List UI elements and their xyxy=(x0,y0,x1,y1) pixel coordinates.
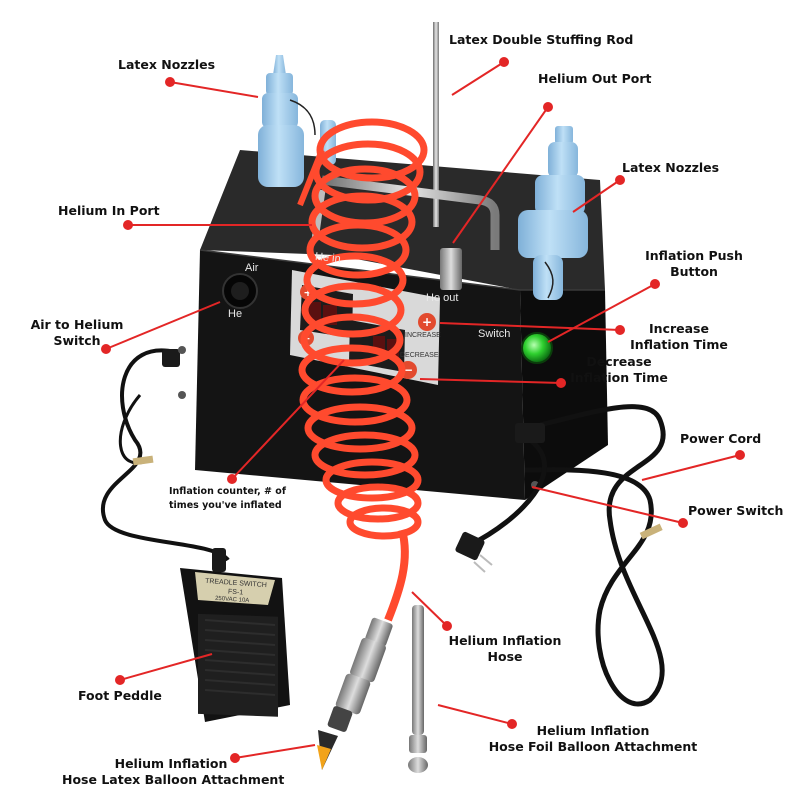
foil-balloon-attachment xyxy=(408,605,428,773)
label-inflation-counter-line1: Inflation counter, # of xyxy=(169,486,286,497)
panel-he-in-text: He in xyxy=(314,250,342,266)
label-air-helium-switch: Air to Helium Switch xyxy=(24,317,130,349)
cord-tie xyxy=(639,523,663,540)
label-helium-hose-line1: Helium Inflation xyxy=(448,633,562,648)
foot-pedal xyxy=(180,548,290,722)
label-foil-balloon-attachment: Helium Inflation Hose Foil Balloon Attac… xyxy=(488,723,698,755)
label-increase-line1: Increase xyxy=(649,321,709,336)
right-latex-nozzle xyxy=(518,126,588,300)
label-inflation-counter: Inflation counter, # of times you've inf… xyxy=(169,485,286,513)
increase-plus-icon xyxy=(418,313,436,331)
panel-decrease-text: DECREASE xyxy=(400,352,439,359)
stuffing-rod xyxy=(433,22,439,227)
label-increase-inflation-time: Increase Inflation Time xyxy=(620,321,738,353)
label-decrease-line2: Inflation Time xyxy=(570,370,668,385)
label-helium-out-port: Helium Out Port xyxy=(538,71,652,86)
label-inflation-push-button-line1: Inflation Push xyxy=(645,248,743,263)
helium-out-port-fitting xyxy=(440,248,462,290)
label-helium-hose-line2: Hose xyxy=(487,649,523,664)
hose-tail xyxy=(384,528,409,622)
svg-text:−: − xyxy=(403,363,413,377)
power-plug xyxy=(455,531,485,561)
coiled-hose xyxy=(298,118,428,540)
label-air-helium-switch-line2: Switch xyxy=(53,333,101,348)
label-foil-line1: Helium Inflation xyxy=(536,723,650,738)
panel-increase-text: INCREASE xyxy=(405,332,441,339)
label-latex-line1: Helium Inflation xyxy=(114,756,228,771)
power-cord-line xyxy=(524,404,666,707)
label-helium-in-port: Helium In Port xyxy=(58,203,160,218)
label-inflation-push-button: Inflation Push Button xyxy=(638,248,750,280)
label-decrease-inflation-time: Decrease Inflation Time xyxy=(560,354,678,386)
pedal-model: FS-1 xyxy=(227,588,244,597)
panel-he-out-text: He out xyxy=(426,292,459,304)
power-inlet xyxy=(515,423,545,443)
top-handle xyxy=(321,175,500,250)
label-decrease-line1: Decrease xyxy=(586,354,652,369)
svg-text:+: + xyxy=(303,286,312,299)
label-foil-line2: Hose Foil Balloon Attachment xyxy=(488,739,698,754)
inflation-push-button-light xyxy=(521,332,553,364)
pedal-cable-plug xyxy=(162,349,180,367)
label-latex-line2: Hose Latex Balloon Attachment xyxy=(62,772,285,787)
panel-air-text: Air xyxy=(245,262,259,274)
label-latex-balloon-attachment: Helium Inflation Hose Latex Balloon Atta… xyxy=(62,756,285,788)
label-increase-line2: Inflation Time xyxy=(630,337,728,352)
panel-he-text: He xyxy=(228,308,243,320)
machine-top xyxy=(200,150,605,290)
label-power-switch: Power Switch xyxy=(688,503,784,518)
label-air-helium-switch-line1: Air to Helium xyxy=(30,317,124,332)
label-inflation-push-button-line2: Button xyxy=(670,264,718,279)
pedal-cable xyxy=(100,348,230,562)
label-latex-nozzles-left: Latex Nozzles xyxy=(118,57,216,72)
svg-text:+: + xyxy=(422,315,432,329)
label-helium-inflation-hose: Helium Inflation Hose xyxy=(440,633,570,665)
label-power-cord: Power Cord xyxy=(680,431,762,446)
label-latex-stuffing-rod: Latex Double Stuffing Rod xyxy=(449,32,634,47)
label-foot-peddle: Foot Peddle xyxy=(78,688,162,703)
cable-tie xyxy=(132,455,154,466)
panel-switch-text: Switch xyxy=(478,328,511,340)
latex-balloon-attachment xyxy=(317,617,393,770)
label-latex-nozzles-right: Latex Nozzles xyxy=(622,160,720,175)
callout-lines xyxy=(101,57,745,763)
label-inflation-counter-line2: times you've inflated xyxy=(169,500,282,511)
pedal-cable-loop xyxy=(118,394,151,465)
